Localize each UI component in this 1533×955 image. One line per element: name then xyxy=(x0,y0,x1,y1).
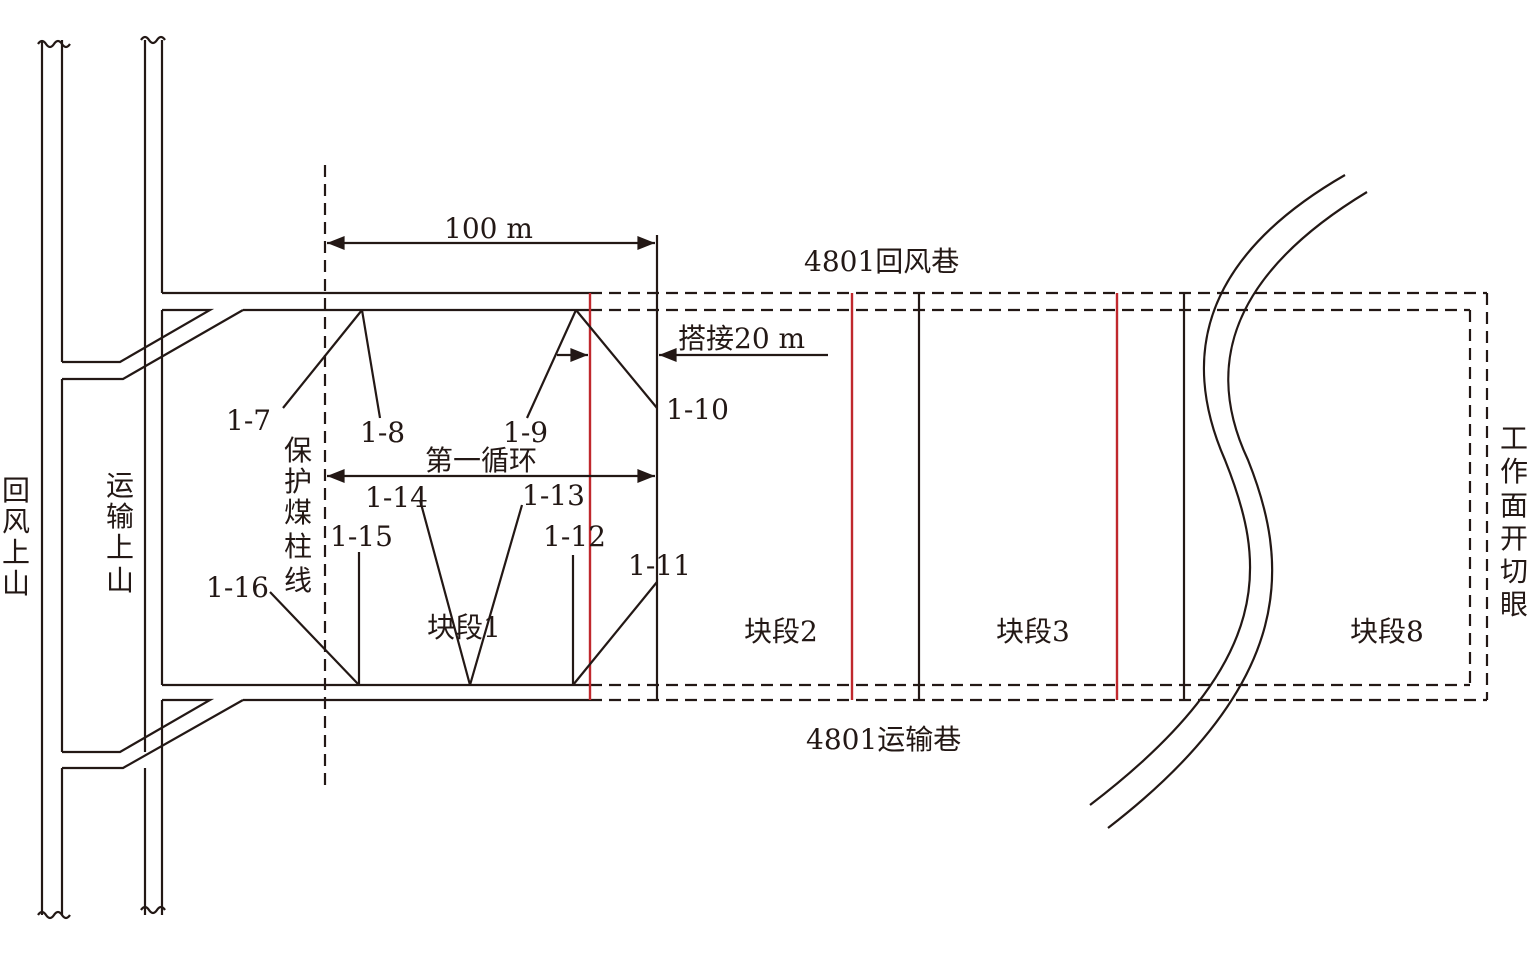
break-curve xyxy=(1089,174,1346,806)
borehole-1-10 xyxy=(575,309,658,409)
face-cut-boundary xyxy=(1468,293,1489,700)
borehole-label: 1-11 xyxy=(628,549,691,582)
borehole-label: 1-15 xyxy=(330,520,393,553)
svg-text:输: 输 xyxy=(106,500,134,533)
face-cut-label: 工 作 面 开 切 眼 xyxy=(1500,422,1528,621)
return-incline xyxy=(40,40,64,915)
overlap-label: 搭接20 m xyxy=(678,322,805,355)
borehole-label: 1-13 xyxy=(522,479,585,512)
borehole-1-11 xyxy=(572,581,658,686)
svg-text:柱: 柱 xyxy=(284,530,312,563)
borehole-1-8 xyxy=(360,309,382,419)
first-cycle-label: 第一循环 xyxy=(425,444,537,477)
svg-text:开: 开 xyxy=(1500,522,1528,555)
svg-text:作: 作 xyxy=(1500,455,1528,488)
borehole-label: 1-8 xyxy=(360,416,405,449)
svg-text:上: 上 xyxy=(106,531,134,564)
length-label: 100 m xyxy=(444,212,533,245)
svg-text:回: 回 xyxy=(2,474,30,507)
transport-roadway-label: 4801运输巷 xyxy=(806,723,961,756)
borehole-1-16 xyxy=(269,591,360,686)
svg-text:山: 山 xyxy=(106,564,134,597)
svg-text:煤: 煤 xyxy=(284,496,312,529)
block8-label: 块段8 xyxy=(1350,615,1424,648)
svg-text:运: 运 xyxy=(106,469,134,502)
pillar-line-label: 保 护 煤 柱 线 xyxy=(284,434,312,597)
svg-text:工: 工 xyxy=(1500,422,1528,455)
borehole-label: 1-7 xyxy=(226,404,271,437)
break-curve xyxy=(1107,191,1368,829)
block3-label: 块段3 xyxy=(996,615,1070,648)
borehole-1-9 xyxy=(525,309,578,419)
break-marks xyxy=(37,35,166,920)
borehole-1-7 xyxy=(282,309,363,409)
svg-text:上: 上 xyxy=(2,536,30,569)
borehole-label: 1-9 xyxy=(503,416,548,449)
borehole-label: 1-10 xyxy=(666,393,729,426)
boreholes xyxy=(269,309,658,686)
svg-text:面: 面 xyxy=(1500,489,1528,522)
borehole-label: 1-12 xyxy=(543,520,606,553)
return-incline-label: 回 风 上 山 xyxy=(2,474,30,600)
svg-text:线: 线 xyxy=(284,564,312,597)
transport-incline xyxy=(143,40,164,915)
transport-roadway xyxy=(162,683,1487,702)
svg-text:眼: 眼 xyxy=(1500,588,1528,621)
svg-text:切: 切 xyxy=(1500,555,1528,588)
upper-connection xyxy=(62,308,244,381)
borehole-label: 1-16 xyxy=(206,571,269,604)
svg-text:护: 护 xyxy=(284,465,312,498)
transport-incline-label: 运 输 上 山 xyxy=(106,469,134,597)
return-roadway xyxy=(162,291,1487,312)
return-roadway-label: 4801回风巷 xyxy=(804,245,959,278)
lower-connection xyxy=(62,698,244,770)
svg-text:保: 保 xyxy=(284,434,312,467)
block1-label: 块段1 xyxy=(427,611,501,644)
svg-text:山: 山 xyxy=(2,567,30,600)
borehole-label: 1-14 xyxy=(365,481,428,514)
borehole-1-14 xyxy=(418,499,472,686)
svg-text:风: 风 xyxy=(2,505,30,538)
borehole-1-13 xyxy=(468,504,524,686)
block2-label: 块段2 xyxy=(744,615,818,648)
